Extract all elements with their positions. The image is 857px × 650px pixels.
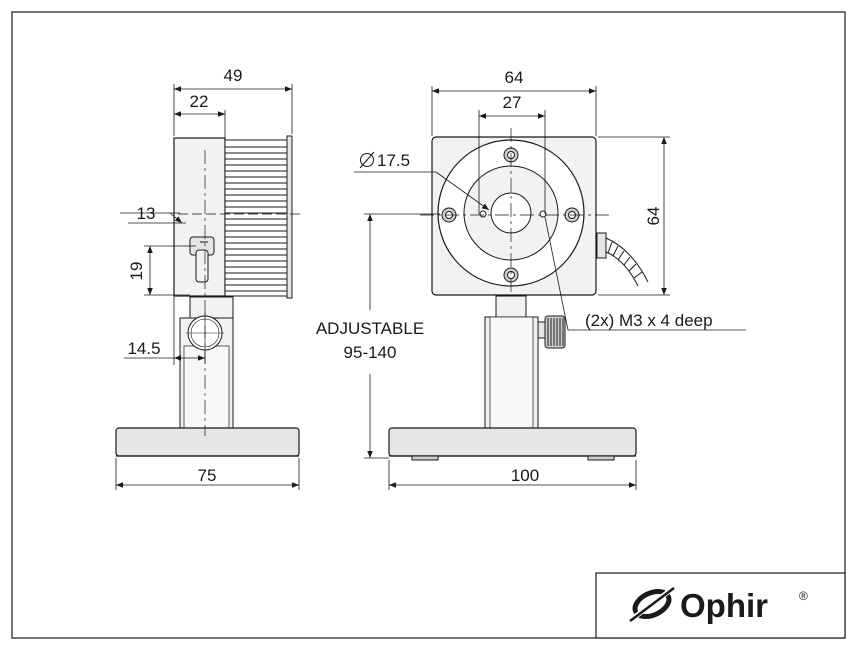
side-base (115, 427, 300, 457)
side-view (115, 135, 300, 457)
label-adjustable: ADJUSTABLE (316, 319, 424, 338)
dim-side-axis-height: 13 (137, 204, 156, 223)
label-adjustable-range: 95-140 (344, 343, 397, 362)
dim-side-post-offset: 14.5 (127, 339, 160, 358)
label-threads: (2x) M3 x 4 deep (585, 311, 713, 330)
dim-front-width: 64 (505, 68, 524, 87)
dim-front-base-width: 100 (511, 466, 539, 485)
logo-registered-mark: ® (799, 589, 808, 603)
front-dimensions (354, 86, 746, 490)
dim-side-connector: 19 (127, 262, 146, 281)
side-dimensions (115, 84, 300, 490)
thread-hole-left (479, 210, 487, 218)
logo-brand: Ophir (680, 587, 768, 624)
ophir-swoosh-icon (626, 584, 678, 624)
front-base (388, 427, 637, 457)
side-post-clamp (189, 296, 234, 320)
drawing-frame (11, 11, 846, 639)
diameter-symbol (359, 151, 375, 169)
thumb-screw (537, 315, 566, 349)
front-post-clamp (495, 295, 527, 319)
cable (596, 232, 649, 287)
dim-side-base-width: 75 (198, 466, 217, 485)
dim-side-head-width: 22 (190, 92, 209, 111)
dim-front-height: 64 (644, 207, 663, 226)
dim-aperture: 17.5 (377, 151, 410, 170)
front-view (388, 128, 649, 461)
dim-front-hole-spacing: 27 (503, 93, 522, 112)
dim-side-total-width: 49 (224, 66, 243, 85)
thread-hole-right (539, 210, 547, 218)
heat-sink-fins (224, 135, 293, 299)
